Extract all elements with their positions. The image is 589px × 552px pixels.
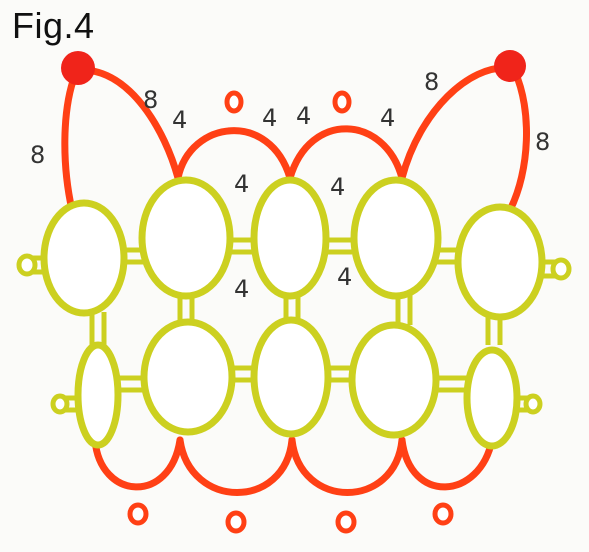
count-left-inner: 8 <box>143 86 158 114</box>
ring-top-4 <box>350 176 442 300</box>
count-right-outer: 8 <box>535 128 550 156</box>
picot-upper-1 <box>224 90 244 114</box>
bottom-picots <box>127 502 454 534</box>
count-center-left-top: 4 <box>234 170 249 198</box>
picot-bottom-1 <box>127 502 149 526</box>
right-inner-chain <box>398 64 512 182</box>
rings <box>40 176 546 450</box>
right-outer-chain <box>506 68 530 214</box>
picot-side-left-bottom <box>50 393 70 415</box>
upper-chain-1 <box>174 127 294 182</box>
picot-side-left-top <box>16 253 38 277</box>
top-chains <box>61 64 530 214</box>
picot-side-right-top <box>550 257 572 281</box>
beads <box>61 50 526 85</box>
figure-title: Fig.4 <box>12 5 95 46</box>
ring-bottom-4 <box>348 321 440 439</box>
picot-bottom-4 <box>432 502 454 526</box>
bottom-chain-3 <box>288 436 406 496</box>
count-center-right-top: 4 <box>330 173 345 201</box>
count-upper-3: 4 <box>296 102 311 130</box>
ring-bottom-2 <box>140 318 236 436</box>
bottom-chain-2 <box>176 436 296 496</box>
picot-bottom-2 <box>225 510 247 534</box>
count-center-right-bottom: 4 <box>337 263 352 291</box>
ring-bottom-5 <box>463 346 521 450</box>
upper-chain-2 <box>286 125 406 182</box>
count-left-outer: 8 <box>30 141 45 169</box>
ring-top-1 <box>40 199 128 317</box>
bead-right <box>494 50 526 82</box>
ring-bottom-3 <box>250 316 332 438</box>
count-upper-1: 4 <box>172 106 187 134</box>
left-inner-chain <box>78 66 182 182</box>
upper-picots <box>224 90 352 114</box>
ring-bottom-1 <box>74 341 122 449</box>
bottom-chain-1 <box>91 436 184 491</box>
count-center-left-bottom: 4 <box>234 275 249 303</box>
bottom-chain-4 <box>398 436 496 491</box>
ring-top-3 <box>250 176 330 300</box>
picot-bottom-3 <box>335 510 357 534</box>
stitch-counts: 8 8 4 4 4 4 8 8 4 4 4 4 <box>30 68 550 303</box>
side-picots <box>16 253 572 415</box>
picot-side-right-bottom <box>523 393 543 415</box>
bottom-chains <box>91 436 496 496</box>
left-outer-chain <box>61 71 79 214</box>
bead-left <box>61 51 95 85</box>
count-upper-2: 4 <box>262 104 277 132</box>
count-upper-4: 4 <box>380 104 395 132</box>
ring-top-2 <box>138 176 234 300</box>
picot-upper-2 <box>332 90 352 114</box>
ring-top-5 <box>454 203 546 321</box>
count-right-inner: 8 <box>424 68 439 96</box>
